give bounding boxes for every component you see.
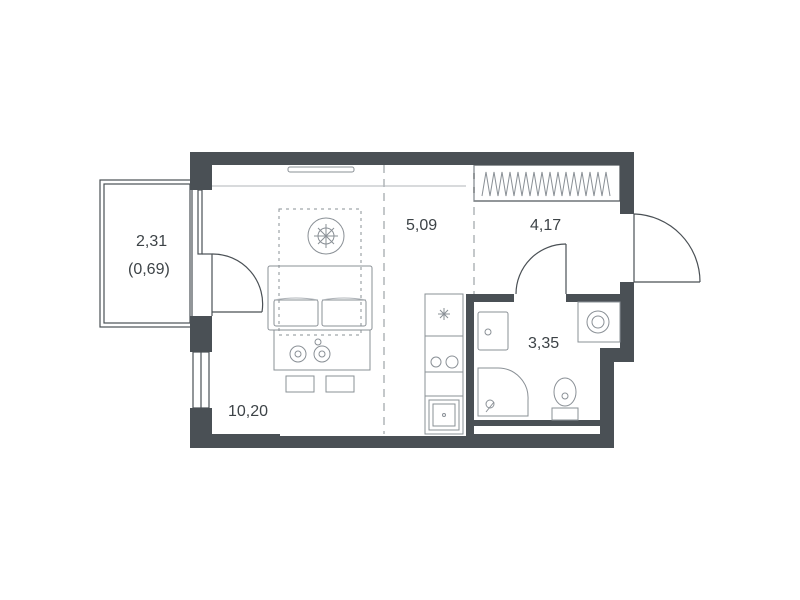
bathroom-door (515, 243, 567, 295)
dining-table (273, 329, 371, 371)
rug (278, 208, 362, 336)
hallway-area-label: 4,17 (530, 217, 561, 234)
toilet-icon (551, 377, 579, 421)
balcony-door (197, 189, 264, 316)
kitchen-counter (424, 293, 464, 435)
washbasin-icon (477, 311, 509, 351)
bathroom-walls (466, 294, 622, 434)
ceiling-lamp (287, 166, 355, 173)
washing-machine-icon (577, 301, 621, 343)
stove-icon (430, 355, 459, 369)
entrance-door (633, 213, 701, 283)
bathroom-area-label: 3,35 (528, 335, 559, 352)
sink-icon (428, 399, 460, 431)
living-area-label: 10,20 (228, 403, 268, 420)
plant-icon (307, 217, 345, 255)
window-left (192, 351, 210, 409)
balcony-reduced-area-label: (0,69) (128, 261, 170, 278)
wardrobe (473, 164, 621, 202)
exterior-walls (190, 152, 634, 448)
zone-dividers (212, 165, 475, 434)
fridge-icon (438, 308, 450, 320)
sofa (267, 265, 373, 331)
balcony (99, 179, 193, 328)
chairs (285, 375, 355, 393)
shower-icon (477, 367, 529, 417)
kitchen-area-label: 5,09 (406, 217, 437, 234)
balcony-area-label: 2,31 (136, 233, 167, 250)
